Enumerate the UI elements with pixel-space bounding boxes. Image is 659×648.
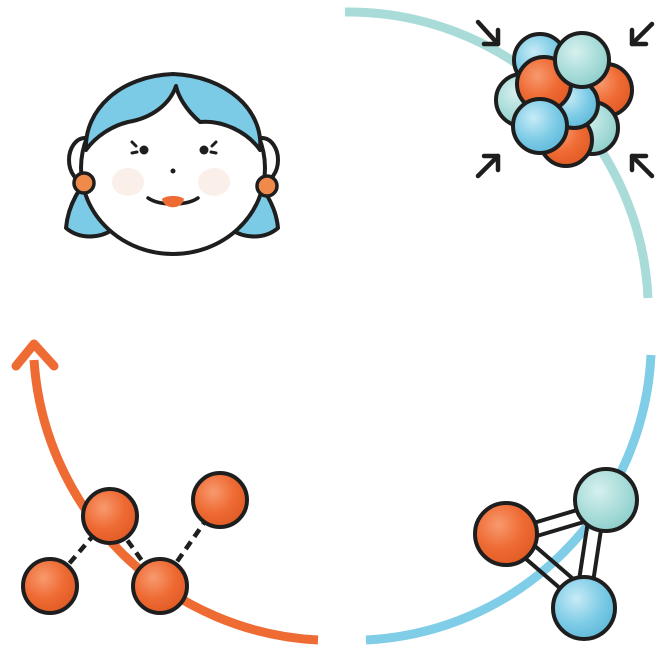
nose [170, 168, 176, 174]
atom-orange [21, 557, 79, 615]
eye-right [199, 145, 209, 155]
triangle-molecule-icon [473, 467, 639, 641]
atom-orange [81, 487, 139, 545]
eye-left [139, 145, 149, 155]
compressed-atom-cluster-icon [494, 31, 634, 168]
lash-right [209, 140, 218, 155]
lash-left [130, 140, 139, 155]
woman-face-icon [64, 72, 280, 256]
cheek-left [112, 168, 144, 196]
hair-top [83, 72, 263, 152]
atom-orange [131, 557, 189, 615]
arrow-in-bottom-right-icon [629, 153, 655, 179]
arrow-in-bottom-left-icon [475, 153, 501, 179]
cycle-arrow-icon [11, 339, 59, 371]
cheek-right [198, 168, 230, 196]
lips [162, 196, 184, 208]
atom-orange [191, 471, 249, 529]
compression-arrows [475, 19, 655, 179]
atom-blue [551, 575, 617, 641]
nucleus-ball [553, 31, 611, 89]
earring-right [255, 174, 279, 198]
earring-left [72, 171, 96, 195]
arrow-in-top-right-icon [629, 21, 655, 47]
chain-molecule-icon [21, 471, 249, 615]
arc-bottom-left [29, 359, 319, 645]
arc-bottom-right [365, 354, 656, 645]
atom-teal [573, 467, 639, 533]
atom-orange [473, 501, 539, 567]
nucleus-ball [511, 97, 569, 155]
arrow-in-top-left-icon [475, 19, 501, 47]
